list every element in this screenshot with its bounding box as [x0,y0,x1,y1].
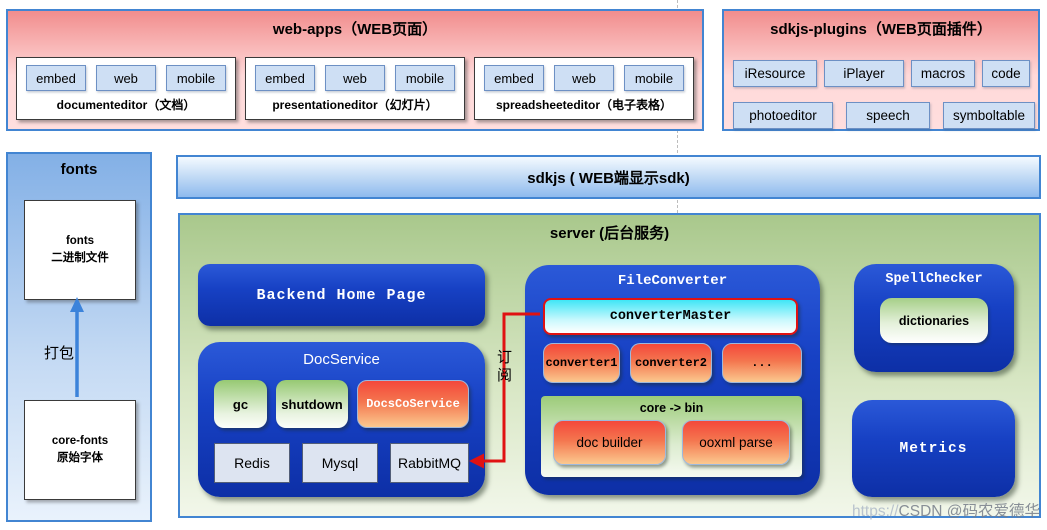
core-bin-title: core -> bin [639,401,704,415]
metrics-node: Metrics [852,400,1015,497]
spell-checker-node: SpellChecker dictionaries [854,264,1014,372]
presentationeditor-buttons: embed web mobile [246,58,464,91]
spell-checker-title: SpellChecker [885,272,983,287]
fonts-binary-line1: fonts [65,235,95,248]
dictionaries-node: dictionaries [880,298,988,343]
iplayer-node: iPlayer [824,60,904,87]
converter-ellipsis-node: ... [722,343,802,383]
editors-row: embed web mobile documenteditor（文档） embe… [16,57,694,120]
web-node: web [96,65,156,91]
photoeditor-node: photoeditor [733,102,833,129]
speech-node: speech [846,102,930,129]
symboltable-node: symboltable [943,102,1035,129]
embed-node: embed [484,65,544,91]
web-apps-title: web-apps（WEB页面） [272,21,438,38]
plugins-row-2: photoeditor speech symboltable [733,102,1035,129]
fonts-binary-node: fonts 二进制文件 [24,200,136,300]
server-group: server (后台服务) Backend Home Page DocServi… [178,213,1041,518]
embed-node: embed [255,65,315,91]
core-fonts-line1: core-fonts [51,435,109,448]
subscribe-arrow-label: 订阅 [495,349,512,385]
doc-service-node: DocService gc shutdown DocsCoService Red… [198,342,485,497]
redis-node: Redis [214,443,290,483]
presentationeditor-node: embed web mobile presentationeditor（幻灯片） [245,57,465,120]
spreadsheeteditor-label: spreadsheeteditor（电子表格） [495,98,673,112]
backend-home-page-node: Backend Home Page [198,264,485,326]
file-converter-title: FileConverter [617,273,728,289]
doc-service-title: DocService [303,351,380,368]
shutdown-node: shutdown [276,380,348,428]
converter1-node: converter1 [543,343,620,383]
mobile-node: mobile [624,65,684,91]
plugins-row-1: iResource iPlayer macros code [733,60,1030,87]
docs-co-service-node: DocsCoService [357,380,469,428]
fonts-binary-line2: 二进制文件 [51,252,109,264]
rabbitmq-node: RabbitMQ [390,443,469,483]
sdkjs-plugins-title: sdkjs-plugins（WEB页面插件） [770,21,992,38]
sdkjs-plugins-group: sdkjs-plugins（WEB页面插件） iResource iPlayer… [722,9,1040,131]
documenteditor-node: embed web mobile documenteditor（文档） [16,57,236,120]
mysql-node: Mysql [302,443,378,483]
pack-arrow-label: 打包 [44,345,75,362]
doc-service-modules: gc shutdown DocsCoService [214,380,469,428]
documenteditor-label: documenteditor（文档） [56,98,196,112]
watermark-url-prefix: https:// [852,503,899,520]
mobile-node: mobile [395,65,455,91]
core-bin-node: core -> bin doc builder ooxml parse [541,396,802,477]
fonts-title: fonts [60,161,98,178]
sdkjs-bar-title: sdkjs ( WEB端显示sdk) [527,169,690,187]
file-converter-node: FileConverter converterMaster converter1… [525,265,820,495]
web-node: web [554,65,614,91]
mobile-node: mobile [166,65,226,91]
watermark: https://CSDN @码农爱德华 [852,499,1040,521]
core-fonts-node: core-fonts 原始字体 [24,400,136,500]
fonts-group: fonts fonts 二进制文件 打包 core-fonts 原始字体 [6,152,152,522]
iresource-node: iResource [733,60,817,87]
converter2-node: converter2 [630,343,712,383]
converter-workers: converter1 converter2 ... [543,343,802,383]
embed-node: embed [26,65,86,91]
converter-master-node: converterMaster [543,298,798,335]
spreadsheeteditor-buttons: embed web mobile [475,58,693,91]
core-bin-tools: doc builder ooxml parse [553,420,790,465]
doc-builder-node: doc builder [553,420,666,465]
spreadsheeteditor-node: embed web mobile spreadsheeteditor（电子表格） [474,57,694,120]
macros-node: macros [911,60,975,87]
web-node: web [325,65,385,91]
doc-service-stores: Redis Mysql RabbitMQ [214,443,469,483]
sdkjs-bar: sdkjs ( WEB端显示sdk) [176,155,1041,199]
gc-node: gc [214,380,267,428]
server-title: server (后台服务) [549,225,670,242]
watermark-text: CSDN @码农爱德华 [898,503,1040,520]
presentationeditor-label: presentationeditor（幻灯片） [272,98,438,112]
documenteditor-buttons: embed web mobile [17,58,235,91]
web-apps-group: web-apps（WEB页面） embed web mobile documen… [6,9,704,131]
ooxml-parse-node: ooxml parse [682,420,790,465]
code-node: code [982,60,1030,87]
core-fonts-line2: 原始字体 [57,452,103,464]
